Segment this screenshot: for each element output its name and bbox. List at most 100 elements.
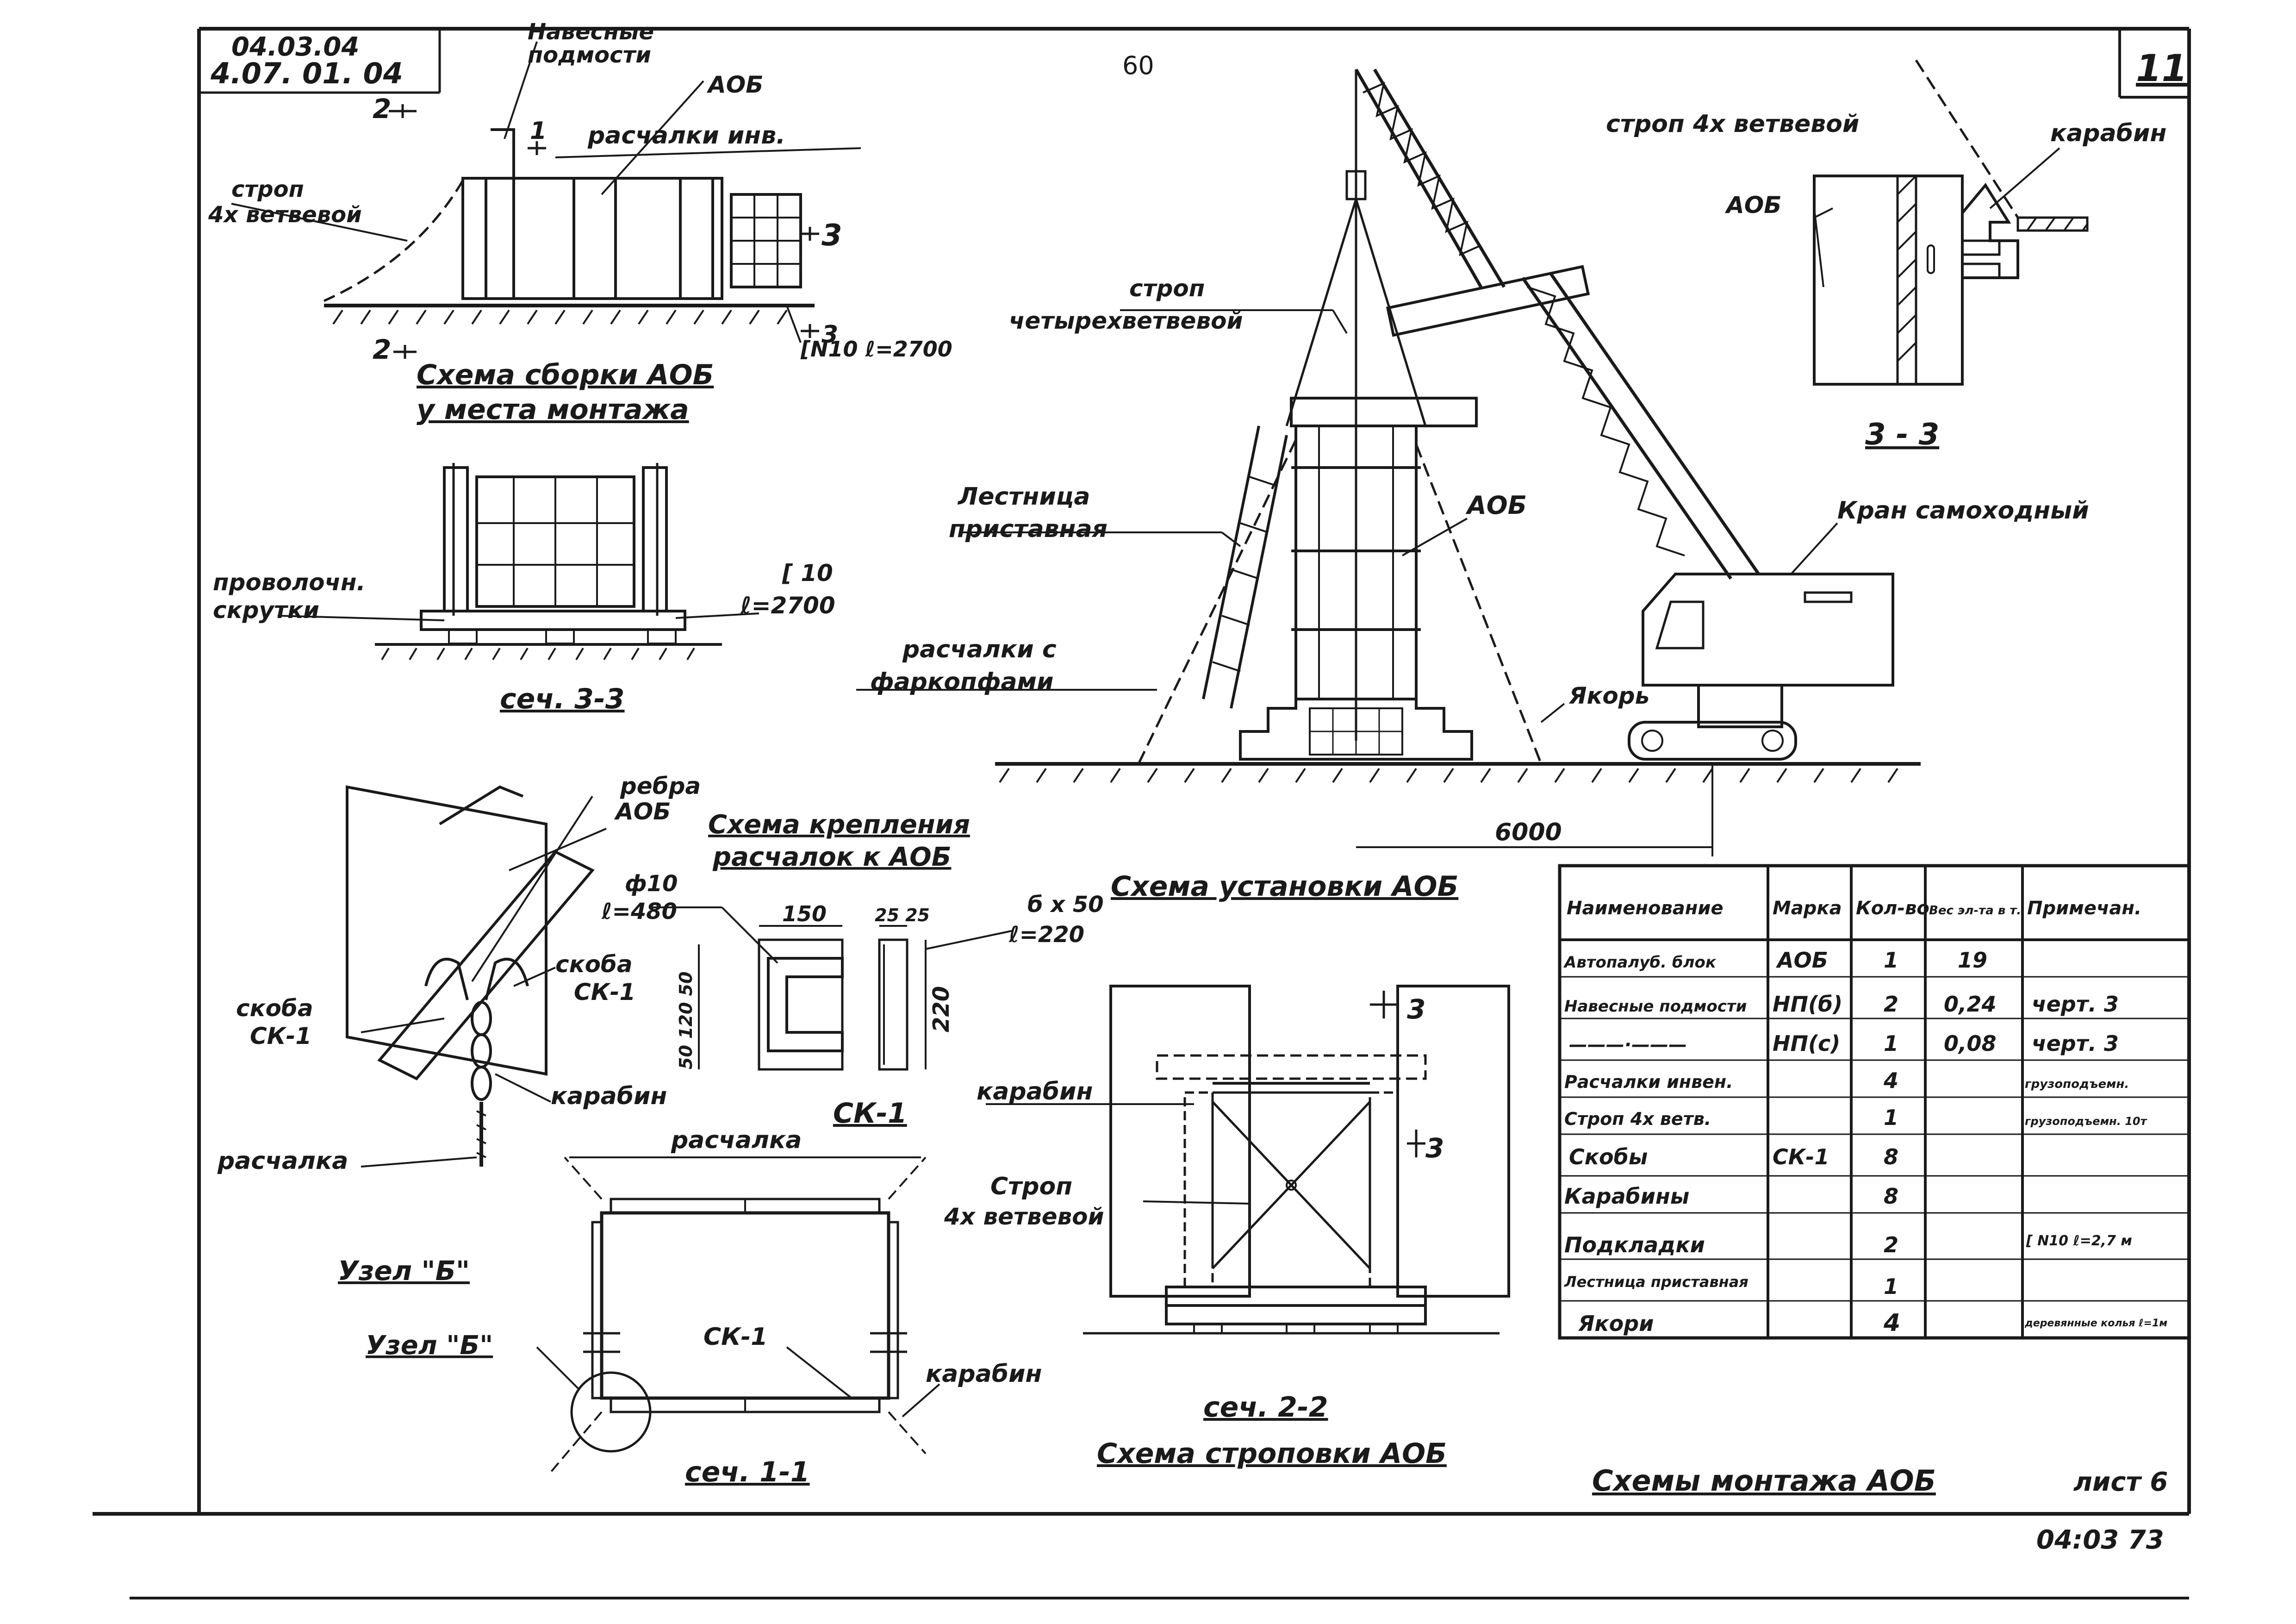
label-clamp-left-line1: скоба bbox=[236, 995, 313, 1022]
label-ladder-line2: приставная bbox=[949, 515, 1108, 543]
table-cell: АОБ bbox=[1776, 948, 1828, 973]
table-cell: деревянные колья ℓ=1м bbox=[2024, 1318, 2167, 1329]
table-cell: грузоподъемн. bbox=[2025, 1077, 2129, 1091]
table-header-name: Наименование bbox=[1567, 898, 1724, 919]
label-sling-crane-line2: четырехветвевой bbox=[1009, 307, 1243, 334]
label-clamp-right-line1: скоба bbox=[555, 951, 633, 978]
dimension-6000: 6000 bbox=[1495, 818, 1562, 846]
table-cell: [ N10 ℓ=2,7 м bbox=[2026, 1233, 2132, 1249]
section-3-3-right-drawing bbox=[1813, 59, 2089, 386]
table-cell: 1 bbox=[1884, 1031, 1898, 1056]
table-cell: Расчалки инвен. bbox=[1564, 1072, 1733, 1092]
label-guy-node: расчалка bbox=[217, 1147, 348, 1175]
section-mark-1: 1 bbox=[530, 117, 547, 145]
section-mark-3-install-mid: 3 bbox=[1425, 1132, 1444, 1164]
label-anchor: Якорь bbox=[1568, 682, 1649, 709]
table-cell: 1 bbox=[1884, 1274, 1898, 1299]
section-3-3-left-drawing bbox=[277, 463, 759, 661]
label-sling-assembly-line1: строп bbox=[231, 176, 304, 202]
table-cell: 4 bbox=[1883, 1068, 1898, 1093]
table-header-note: Примечан. bbox=[2027, 898, 2141, 919]
label-ribs-line2: АОБ bbox=[614, 798, 671, 825]
ck-1-title: СК-1 bbox=[833, 1097, 907, 1130]
section-1-1-drawing bbox=[536, 1156, 940, 1473]
table-cell: 0,24 bbox=[1944, 992, 1997, 1017]
drawing-title: Схемы монтажа АОБ bbox=[1592, 1464, 1936, 1498]
dim-25-25: 25 25 bbox=[875, 905, 930, 925]
rod-diameter: ф10 bbox=[625, 871, 678, 897]
section-2-2-title: сеч. 2-2 bbox=[1203, 1391, 1328, 1424]
label-sling-install-line1: Строп bbox=[990, 1173, 1072, 1200]
section-3-3-left-title: сеч. 3-3 bbox=[500, 683, 625, 715]
label-carabiner-3-3: карабин bbox=[2050, 119, 2166, 147]
fastening-drawing bbox=[653, 906, 1014, 1071]
table-cell: Карабины bbox=[1564, 1184, 1689, 1209]
assembly-title-line2: у места монтажа bbox=[417, 394, 689, 426]
table-cell: грузоподъемн. 10т bbox=[2025, 1115, 2148, 1128]
label-platforms-line1: Навесные bbox=[528, 19, 654, 45]
node-b-title: Узел "Б" bbox=[338, 1255, 470, 1287]
section-3-3-right-title: 3 - 3 bbox=[1865, 418, 1939, 452]
table-cell: 2 bbox=[1884, 1232, 1898, 1257]
table-cell: Строп 4х ветв. bbox=[1564, 1109, 1711, 1129]
plate-length: ℓ=220 bbox=[1008, 922, 1084, 948]
label-channel-length: ℓ=2700 bbox=[740, 592, 835, 619]
table-header-mark: Марка bbox=[1773, 898, 1842, 919]
label-aob-3-3: АОБ bbox=[1724, 192, 1781, 219]
doc-code-line2: 4.07. 01. 04 bbox=[210, 56, 403, 90]
table-header-qty: Кол-во bbox=[1856, 898, 1929, 919]
footer-code: 04:03 73 bbox=[2036, 1525, 2164, 1555]
label-crane: Кран самоходный bbox=[1837, 497, 2089, 525]
table-cell: 2 bbox=[1884, 992, 1898, 1017]
label-channel-assembly: [N10 ℓ=2700 bbox=[800, 337, 952, 362]
label-aob-crane: АОБ bbox=[1465, 491, 1527, 520]
assembly-title-line1: Схема сборки АОБ bbox=[417, 359, 714, 391]
table-cell: черт. 3 bbox=[2032, 1031, 2119, 1056]
table-cell: 19 bbox=[1958, 948, 1987, 973]
section-mark-2-top: 2 bbox=[373, 93, 391, 125]
label-sling-crane-line1: строп bbox=[1129, 275, 1205, 302]
label-aob-assembly: АОБ bbox=[706, 71, 763, 98]
label-channel-10: [ 10 bbox=[782, 560, 833, 587]
table-cell: Якори bbox=[1578, 1311, 1654, 1336]
label-ribs-line1: ребра bbox=[620, 773, 701, 800]
sheet-number: 11 bbox=[2136, 47, 2187, 90]
label-sling-assembly-line2: 4х ветвевой bbox=[208, 202, 362, 228]
label-guys-crane-line1: расчалки с bbox=[902, 636, 1057, 663]
assembly-scheme bbox=[231, 41, 861, 359]
table-cell: 8 bbox=[1884, 1184, 1898, 1209]
table-cell: черт. 3 bbox=[2032, 992, 2119, 1017]
label-ck-1-1: СК-1 bbox=[703, 1323, 767, 1351]
node-b-drawing bbox=[346, 785, 607, 1168]
installation-title: Схема установки АОБ bbox=[1111, 870, 1458, 903]
section-mark-2-bottom: 2 bbox=[373, 334, 391, 365]
label-sling-install-line2: 4х ветвевой bbox=[944, 1203, 1104, 1230]
label-sling-3-3: строп 4х ветвевой bbox=[1606, 110, 1859, 138]
table-cell: Лестница приставная bbox=[1564, 1273, 1748, 1291]
dims-vertical: 50 120 50 bbox=[676, 971, 696, 1069]
table-cell: НП(с) bbox=[1773, 1031, 1840, 1056]
label-clamp-left-line2: СК-1 bbox=[250, 1023, 311, 1049]
table-cell: 4 bbox=[1883, 1309, 1900, 1337]
label-clamp-right-line2: СК-1 bbox=[574, 979, 635, 1006]
table-cell: Навесные подмости bbox=[1564, 997, 1747, 1016]
rod-length: ℓ=480 bbox=[601, 899, 677, 924]
plate-size: б х 50 bbox=[1027, 892, 1104, 918]
label-carabiner-install: карабин bbox=[977, 1078, 1093, 1106]
section-mark-3-install-top: 3 bbox=[1407, 993, 1425, 1025]
installation-drawing bbox=[986, 985, 1510, 1335]
table-cell: 8 bbox=[1884, 1144, 1898, 1169]
table-cell: СК-1 bbox=[1773, 1144, 1829, 1169]
table-cell: Подкладки bbox=[1564, 1232, 1705, 1257]
table-cell: НП(б) bbox=[1773, 992, 1842, 1017]
table-cell: 1 bbox=[1884, 1105, 1898, 1130]
slinging-title: Схема строповки АОБ bbox=[1097, 1437, 1447, 1470]
sheet-frame bbox=[93, 27, 2191, 1599]
label-guys-crane-line2: фаркопфами bbox=[870, 668, 1053, 696]
label-guys-assembly: расчалки инв. bbox=[587, 122, 785, 150]
dim-220: 220 bbox=[928, 986, 954, 1032]
label-wire-twist-line2: скрутки bbox=[213, 597, 319, 624]
label-platforms-line2: подмости bbox=[528, 42, 651, 68]
table-cell: 1 bbox=[1884, 948, 1898, 973]
